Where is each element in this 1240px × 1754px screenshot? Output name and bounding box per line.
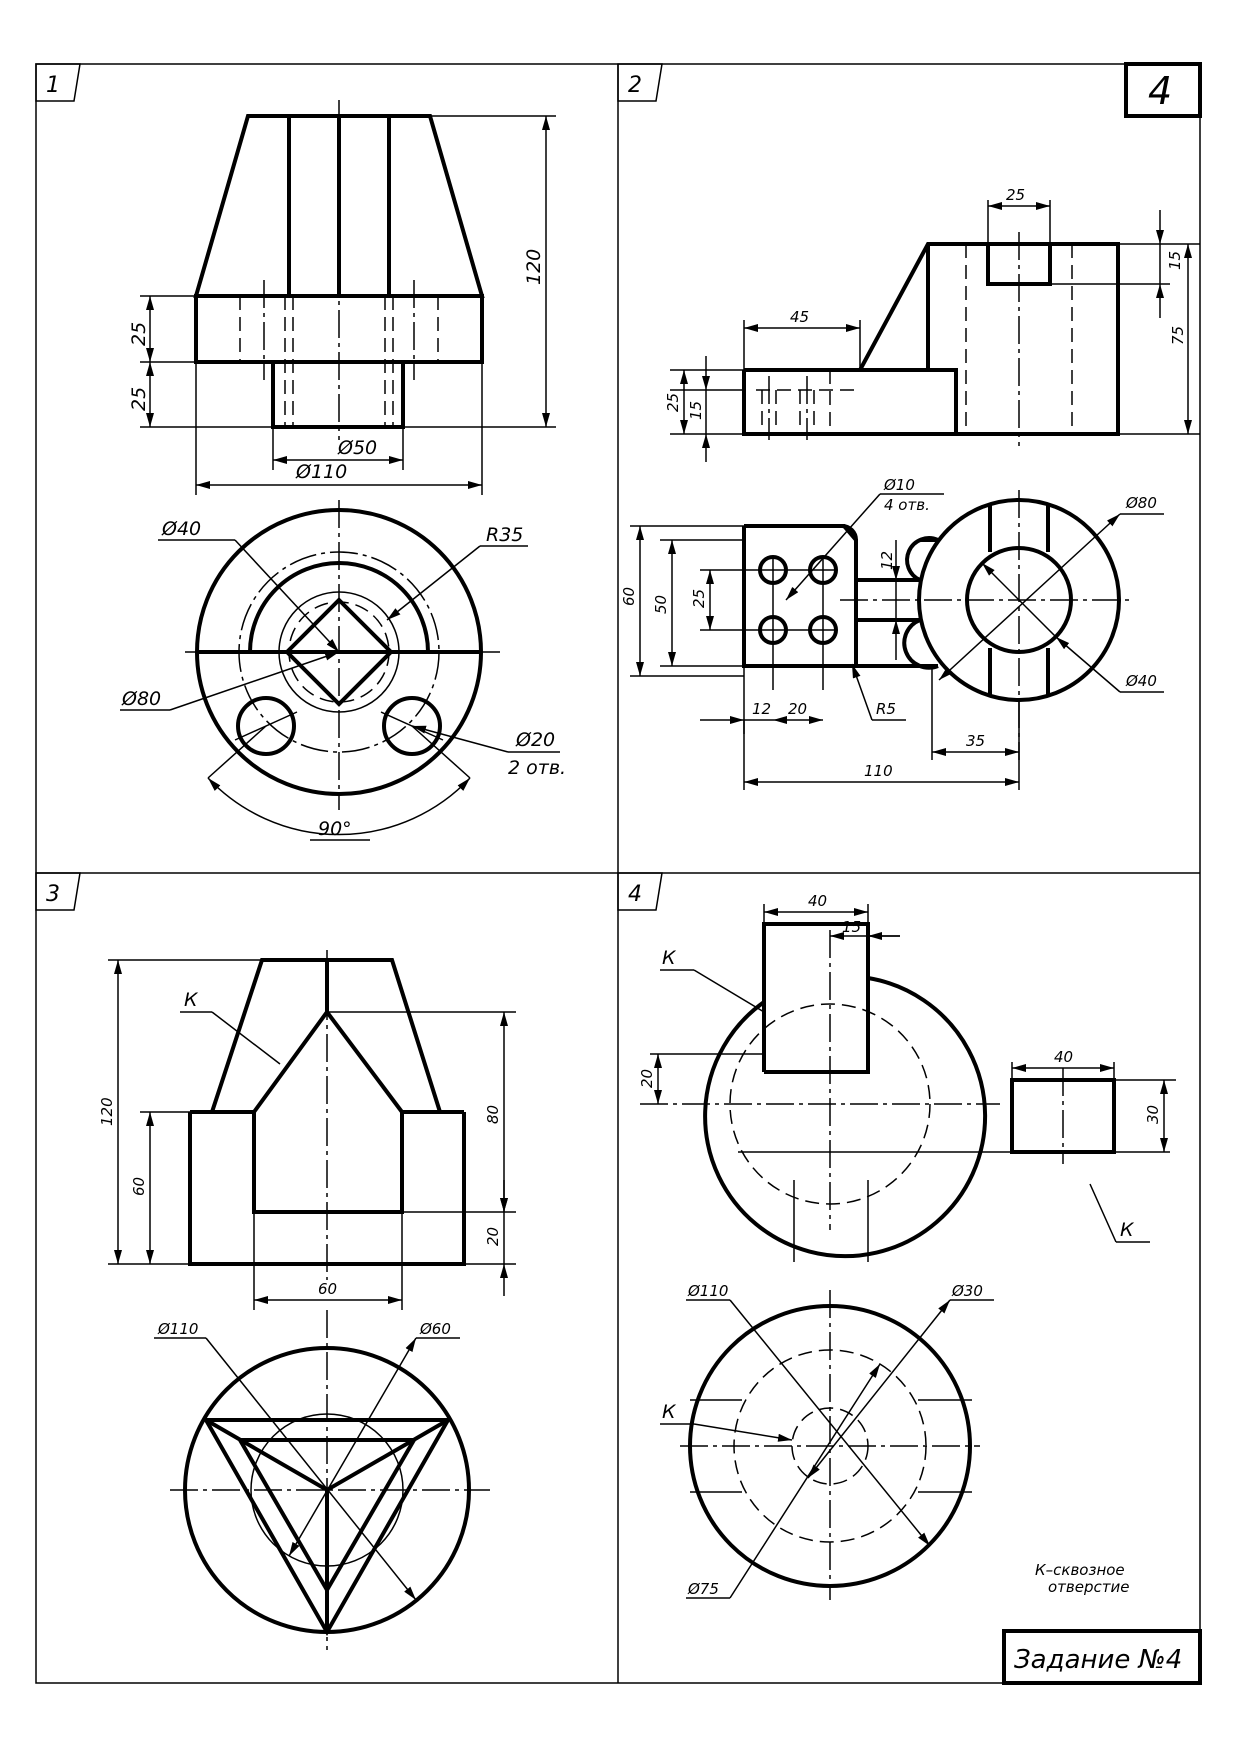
svg-text:К–сквозное: К–сквозное — [1035, 1561, 1125, 1579]
panel-3-front-view: 120 60 80 20 60 К — [98, 950, 516, 1310]
panel-4-top-view: Ø110 Ø30 К Ø75 — [660, 1282, 994, 1600]
svg-text:К: К — [662, 1401, 677, 1423]
panel-4-front-view: 40 15 К 20 40 30 К — [638, 892, 1176, 1262]
svg-text:75: 75 — [1169, 326, 1187, 345]
svg-text:120: 120 — [98, 1097, 116, 1126]
svg-text:20: 20 — [484, 1227, 502, 1246]
svg-text:12: 12 — [878, 551, 896, 570]
svg-text:15: 15 — [687, 401, 705, 420]
svg-text:30: 30 — [1144, 1105, 1162, 1124]
svg-text:Ø75: Ø75 — [687, 1580, 719, 1598]
svg-text:4: 4 — [1148, 69, 1172, 113]
svg-text:40: 40 — [1054, 1048, 1073, 1066]
svg-text:Ø60: Ø60 — [419, 1320, 451, 1338]
svg-text:60: 60 — [620, 587, 638, 606]
svg-text:25: 25 — [128, 322, 150, 346]
svg-text:Ø50: Ø50 — [337, 437, 377, 459]
svg-text:К: К — [1120, 1219, 1135, 1241]
svg-text:4: 4 — [628, 882, 642, 907]
svg-text:60: 60 — [130, 1177, 148, 1196]
svg-text:Задание №4: Задание №4 — [1014, 1645, 1182, 1675]
svg-text:R35: R35 — [486, 524, 523, 546]
svg-text:15: 15 — [842, 918, 861, 936]
panel-2-front-view: 25 15 75 45 25 15 — [664, 186, 1200, 462]
svg-text:25: 25 — [664, 393, 682, 412]
svg-text:R5: R5 — [876, 700, 896, 718]
svg-text:Ø40: Ø40 — [1125, 672, 1157, 690]
svg-text:120: 120 — [523, 249, 545, 285]
svg-text:К: К — [662, 947, 677, 969]
panel-1-front-view: 120 25 25 Ø50 Ø110 — [128, 100, 556, 495]
svg-text:35: 35 — [966, 732, 985, 750]
svg-text:Ø80: Ø80 — [1125, 494, 1157, 512]
svg-text:45: 45 — [790, 308, 809, 326]
svg-text:Ø80: Ø80 — [121, 688, 161, 710]
svg-text:20: 20 — [788, 700, 807, 718]
svg-text:4 отв.: 4 отв. — [884, 496, 930, 514]
svg-text:2 отв.: 2 отв. — [508, 757, 566, 779]
svg-text:2: 2 — [628, 73, 642, 98]
svg-text:К: К — [184, 989, 199, 1011]
svg-text:Ø10: Ø10 — [883, 476, 915, 494]
svg-text:Ø110: Ø110 — [295, 461, 347, 483]
variant-box: 4 — [1124, 62, 1202, 118]
svg-text:90°: 90° — [318, 818, 352, 840]
svg-text:Ø110: Ø110 — [687, 1282, 728, 1300]
panel-1-label: 1 — [35, 63, 81, 102]
panel-3-top-view: Ø110 Ø60 — [154, 1310, 490, 1650]
svg-text:50: 50 — [652, 595, 670, 614]
assignment-box: Задание №4 — [1002, 1629, 1202, 1685]
svg-text:1: 1 — [46, 73, 60, 98]
svg-text:15: 15 — [1166, 251, 1184, 270]
svg-text:25: 25 — [1006, 186, 1025, 204]
svg-text:80: 80 — [484, 1105, 502, 1124]
panel-4-label: 4 — [617, 872, 663, 911]
panel-2-label: 2 — [617, 63, 663, 102]
svg-text:12: 12 — [752, 700, 771, 718]
panel-3-label: 3 — [35, 872, 81, 911]
svg-text:Ø110: Ø110 — [157, 1320, 198, 1338]
svg-text:110: 110 — [864, 762, 893, 780]
svg-text:Ø40: Ø40 — [161, 518, 201, 540]
svg-text:25: 25 — [128, 387, 150, 411]
svg-text:25: 25 — [690, 589, 708, 608]
svg-text:20: 20 — [638, 1069, 656, 1088]
panel-1-top-view: Ø40 R35 Ø80 Ø20 2 отв. 90° — [120, 500, 566, 841]
svg-text:отверстие: отверстие — [1048, 1578, 1129, 1596]
svg-text:60: 60 — [318, 1280, 337, 1298]
svg-text:Ø20: Ø20 — [515, 729, 555, 751]
svg-text:Ø30: Ø30 — [951, 1282, 983, 1300]
through-hole-note: К–сквозное отверстие — [1035, 1561, 1129, 1596]
svg-text:3: 3 — [46, 882, 60, 907]
panel-2-top-view: Ø10 4 отв. Ø80 Ø40 60 50 25 12 12 — [620, 476, 1164, 790]
svg-text:40: 40 — [808, 892, 827, 910]
